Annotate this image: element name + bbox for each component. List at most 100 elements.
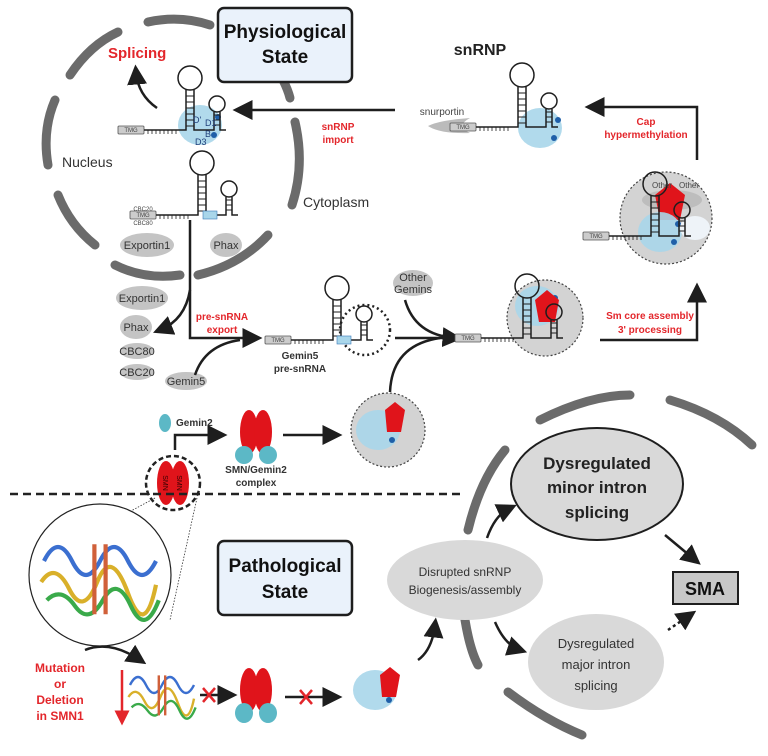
snrnp-title: snRNP <box>454 42 507 59</box>
deletion-label: Deletion <box>36 693 83 707</box>
major-to-sma-arrow <box>667 610 697 632</box>
svg-text:SMN: SMN <box>175 475 182 491</box>
gemin2-arrow <box>173 425 228 450</box>
cap-label-2: hypermethylation <box>604 130 687 141</box>
splicing-arrow <box>127 64 158 110</box>
cytoplasm-label: Cytoplasm <box>303 194 369 210</box>
gemins-join-arrow <box>403 299 463 348</box>
svg-text:Gemins: Gemins <box>394 284 432 296</box>
mutation-label: Mutation <box>35 661 85 675</box>
svg-text:Phax: Phax <box>123 322 149 334</box>
nucleus-label: Nucleus <box>62 154 113 170</box>
snrnp-import-label: snRNP <box>322 122 355 133</box>
nuclear-snrnp: TMG D' D1 B D3 <box>117 65 227 147</box>
sm-core-label-2: 3' processing <box>618 325 682 336</box>
smn-gemin2-label: SMN/Gemin2 <box>225 465 287 476</box>
svg-text:Dysregulated: Dysregulated <box>543 454 651 473</box>
released-exportin1: Exportin1 <box>116 286 168 310</box>
factor-release-arrow <box>153 289 192 335</box>
gemin5-pill: Gemin5 <box>165 372 207 390</box>
mutation-arrow <box>84 644 147 665</box>
to-minor-arrow <box>485 504 517 539</box>
sm-protein-ring-assembly <box>350 392 426 468</box>
smn-crystal-structure <box>28 503 172 647</box>
block-x-icon <box>202 687 216 703</box>
splicing-label: Splicing <box>108 45 166 62</box>
svg-text:D1: D1 <box>205 118 217 128</box>
export-factor-exportin1-top: Exportin1 <box>120 233 174 257</box>
minor-to-sma-arrow <box>664 534 701 565</box>
in-smn1-label: in SMN1 <box>36 709 84 723</box>
disrupted-snrnp-node: Disrupted snRNP Biogenesis/assembly <box>387 540 543 620</box>
released-cbc20: CBC20 <box>119 364 155 380</box>
block-x-icon-2 <box>299 689 313 705</box>
export-label-2: export <box>207 325 238 336</box>
gemin5-pre-snrna: TMG <box>264 275 392 357</box>
svg-text:CBC80: CBC80 <box>119 346 154 358</box>
smn-join-arrow <box>388 336 441 393</box>
pre-snrna-nuclear: CBC20 TMG CBC80 <box>129 150 239 227</box>
svg-text:Other: Other <box>399 272 427 284</box>
svg-text:SMA: SMA <box>685 579 725 599</box>
svg-text:Exportin1: Exportin1 <box>119 293 165 305</box>
svg-text:Biogenesis/assembly: Biogenesis/assembly <box>409 583 522 597</box>
svg-text:CBC80: CBC80 <box>133 221 153 227</box>
pathological-title: Pathological <box>229 556 342 577</box>
gemin5-join-arrow <box>193 338 241 376</box>
export-factor-phax-top: Phax <box>210 233 242 257</box>
tmg-cap-label: TMG <box>124 128 138 134</box>
sm-core-complex: TMG <box>454 273 584 357</box>
gemin5-pre-snrna-label: Gemin5 <box>282 351 319 362</box>
svg-text:SMN: SMN <box>161 475 168 491</box>
released-phax: Phax <box>120 315 152 339</box>
svg-text:B: B <box>205 129 211 139</box>
svg-text:Other: Other <box>652 181 672 190</box>
pathological-state-box: Pathological State <box>216 539 354 617</box>
major-intron-node: Dysregulated major intron splicing <box>528 614 664 710</box>
svg-text:D3: D3 <box>195 137 207 147</box>
svg-text:CBC20: CBC20 <box>119 367 154 379</box>
svg-text:major intron: major intron <box>562 657 631 672</box>
svg-text:minor intron: minor intron <box>547 478 647 497</box>
sma-box: SMA <box>672 571 739 605</box>
svg-text:splicing: splicing <box>565 503 629 522</box>
smn-structure-reduced <box>127 674 197 720</box>
smn-gemin2-complex <box>235 410 277 464</box>
smn-gemin2-label-2: complex <box>236 478 277 489</box>
minor-intron-node: Dysregulated minor intron splicing <box>510 427 684 541</box>
physiological-title: Physiological <box>224 22 346 43</box>
tmg-cap-label: TMG <box>136 213 150 219</box>
mutation-or-label: or <box>54 677 66 691</box>
released-cbc80: CBC80 <box>119 343 155 359</box>
to-major-arrow <box>493 621 528 656</box>
nuclear-envelope <box>41 14 304 281</box>
tmg-cap-label: TMG <box>456 125 470 131</box>
tmg-cap-label: TMG <box>271 338 285 344</box>
sm-ring-pathological <box>353 667 400 710</box>
cap-label: Cap <box>637 117 656 128</box>
physiological-title-state: State <box>262 47 308 68</box>
gemin2-label: Gemin2 <box>176 418 213 429</box>
sm-core-assembly-arrow <box>600 282 707 342</box>
cap-hypermethylation-arrow <box>584 97 699 160</box>
svg-text:Gemin5: Gemin5 <box>167 376 206 388</box>
svg-text:Other: Other <box>679 181 699 190</box>
svg-text:Phax: Phax <box>213 240 239 252</box>
sm-core-label: Sm core assembly <box>606 311 694 322</box>
tmg-cap-label: TMG <box>461 336 475 342</box>
pathological-title-state: State <box>262 582 308 603</box>
cytoplasmic-snrnp: TMG <box>449 62 562 148</box>
svg-text:Disrupted snRNP: Disrupted snRNP <box>419 565 512 579</box>
svg-text:Dysregulated: Dysregulated <box>558 636 635 651</box>
snurportin-label: snurportin <box>420 107 464 118</box>
smn-complex-assembled: Other Other TMG <box>582 171 713 265</box>
nuclear-envelope-lower <box>460 390 757 740</box>
svg-text:D': D' <box>193 115 201 125</box>
gemin2-protein <box>159 414 171 432</box>
svg-text:splicing: splicing <box>574 678 617 693</box>
svg-text:Exportin1: Exportin1 <box>124 240 170 252</box>
gemin5-pre-snrna-label-2: pre-snRNA <box>274 364 326 375</box>
smn-dimer-zoom: SMN SMN <box>144 454 202 512</box>
pre-snrna-export-arrow <box>188 220 263 348</box>
